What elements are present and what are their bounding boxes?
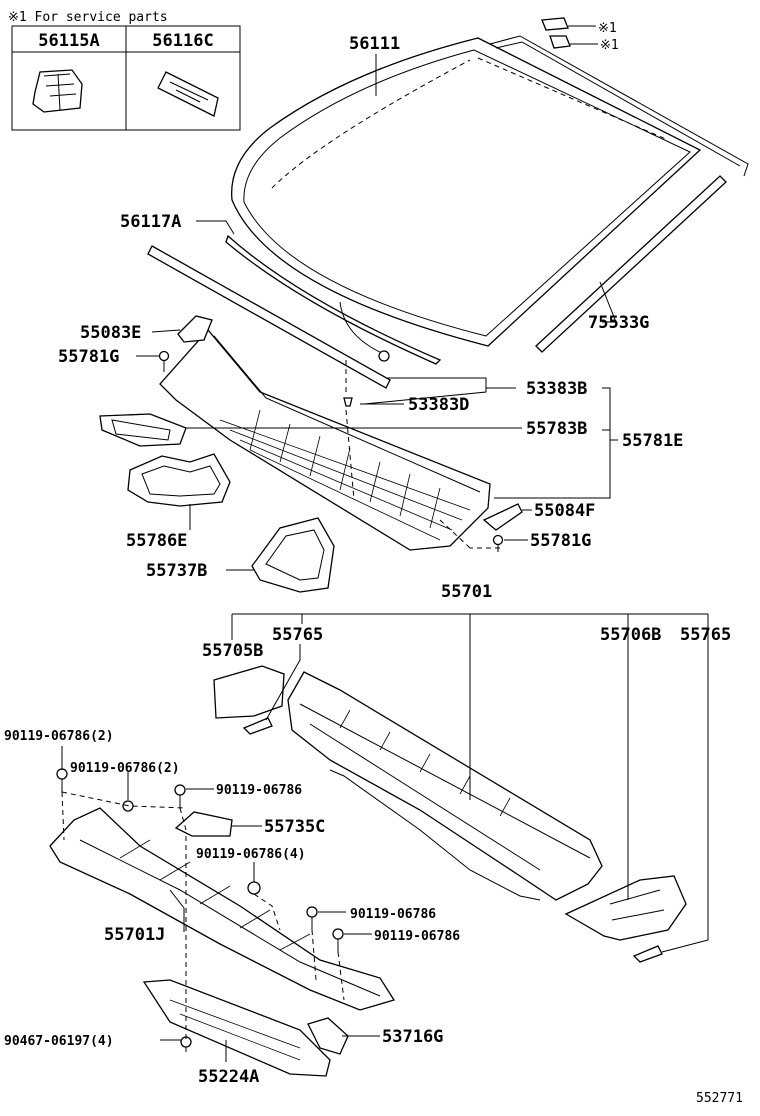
lower-cowl-55701J xyxy=(49,807,396,1011)
cowl-panel-55701 xyxy=(287,671,603,901)
bolt-1 xyxy=(56,768,68,792)
leader-lines xyxy=(61,25,709,1062)
seal-55786E xyxy=(127,453,231,507)
bracket-55735C xyxy=(174,811,233,837)
bracket-55084F xyxy=(482,503,523,531)
label-55737B: 55737B xyxy=(146,561,207,581)
label-service-mark-1: ※1 xyxy=(598,21,617,36)
wiper-arm-hint xyxy=(339,301,390,362)
label-53716G: 53716G xyxy=(382,1027,443,1047)
bolt-3 xyxy=(174,784,186,808)
label-55781G-bottom: 55781G xyxy=(530,531,591,551)
pad-55765-left xyxy=(242,717,273,735)
label-bolt-3: 90119-06786 xyxy=(216,783,302,798)
label-53383B: 53383B xyxy=(526,379,587,399)
label-bolt-7: 90467-06197(4) xyxy=(4,1034,114,1049)
pad-55765-right xyxy=(632,945,663,963)
bolt-5 xyxy=(306,906,318,930)
label-bolt-6: 90119-06786 xyxy=(374,929,460,944)
seal-55783B xyxy=(99,413,187,447)
inset-label-56116C: 56116C xyxy=(152,31,213,51)
bolt-6 xyxy=(332,928,344,952)
label-55706B: 55706B xyxy=(600,625,661,645)
label-55705B: 55705B xyxy=(202,641,263,661)
label-55765-right: 55765 xyxy=(680,625,731,645)
clip-55781G-top xyxy=(158,350,170,372)
label-55084F: 55084F xyxy=(534,501,595,521)
label-55765-left: 55765 xyxy=(272,625,323,645)
label-bolt-1: 90119-06786(2) xyxy=(4,729,114,744)
bracket-55706B xyxy=(564,875,687,941)
label-55083E: 55083E xyxy=(80,323,141,343)
label-56117A: 56117A xyxy=(120,212,181,232)
seal-55737B xyxy=(251,517,335,593)
service-parts-inset: 56115A 56116C xyxy=(11,25,241,131)
bolt-4 xyxy=(247,881,261,895)
label-bolt-5: 90119-06786 xyxy=(350,907,436,922)
label-service-mark-2: ※1 xyxy=(600,38,619,53)
label-55783B: 55783B xyxy=(526,419,587,439)
label-55701J: 55701J xyxy=(104,925,165,945)
label-53383D: 53383D xyxy=(408,395,469,415)
cowl-weatherstrip-53383B xyxy=(147,245,391,389)
clip-55781G-bottom xyxy=(492,534,504,552)
clip-56116C-drawing xyxy=(157,71,219,117)
label-55786E: 55786E xyxy=(126,531,187,551)
side-moulding-75533G xyxy=(535,175,727,353)
label-55735C: 55735C xyxy=(264,817,325,837)
shield-55224A xyxy=(142,979,331,1077)
cowl-louvre-55781E xyxy=(159,329,491,551)
service-clips xyxy=(541,17,571,49)
cover-55083E xyxy=(177,315,213,343)
label-55781E: 55781E xyxy=(622,431,683,451)
windshield-glass-56111 xyxy=(231,37,702,347)
service-note: ※1 For service parts xyxy=(8,10,168,25)
label-bolt-4: 90119-06786(4) xyxy=(196,847,306,862)
glass-dam-56117A xyxy=(225,234,442,365)
clip-56115A-drawing xyxy=(32,69,83,113)
inset-label-56115A: 56115A xyxy=(38,31,99,51)
diagram-id: 552771 xyxy=(696,1091,743,1106)
upper-moulding xyxy=(489,35,749,177)
label-55781G-top: 55781G xyxy=(58,347,119,367)
label-bolt-2: 90119-06786(2) xyxy=(70,761,180,776)
label-55224A: 55224A xyxy=(198,1067,259,1087)
clip-53383D xyxy=(343,397,353,407)
label-75533G: 75533G xyxy=(588,313,649,333)
bolt-7 xyxy=(180,1036,192,1052)
label-56111: 56111 xyxy=(349,34,400,54)
bracket-55705B xyxy=(213,665,285,719)
label-55701: 55701 xyxy=(441,582,492,602)
bracket-53716G xyxy=(307,1017,349,1055)
